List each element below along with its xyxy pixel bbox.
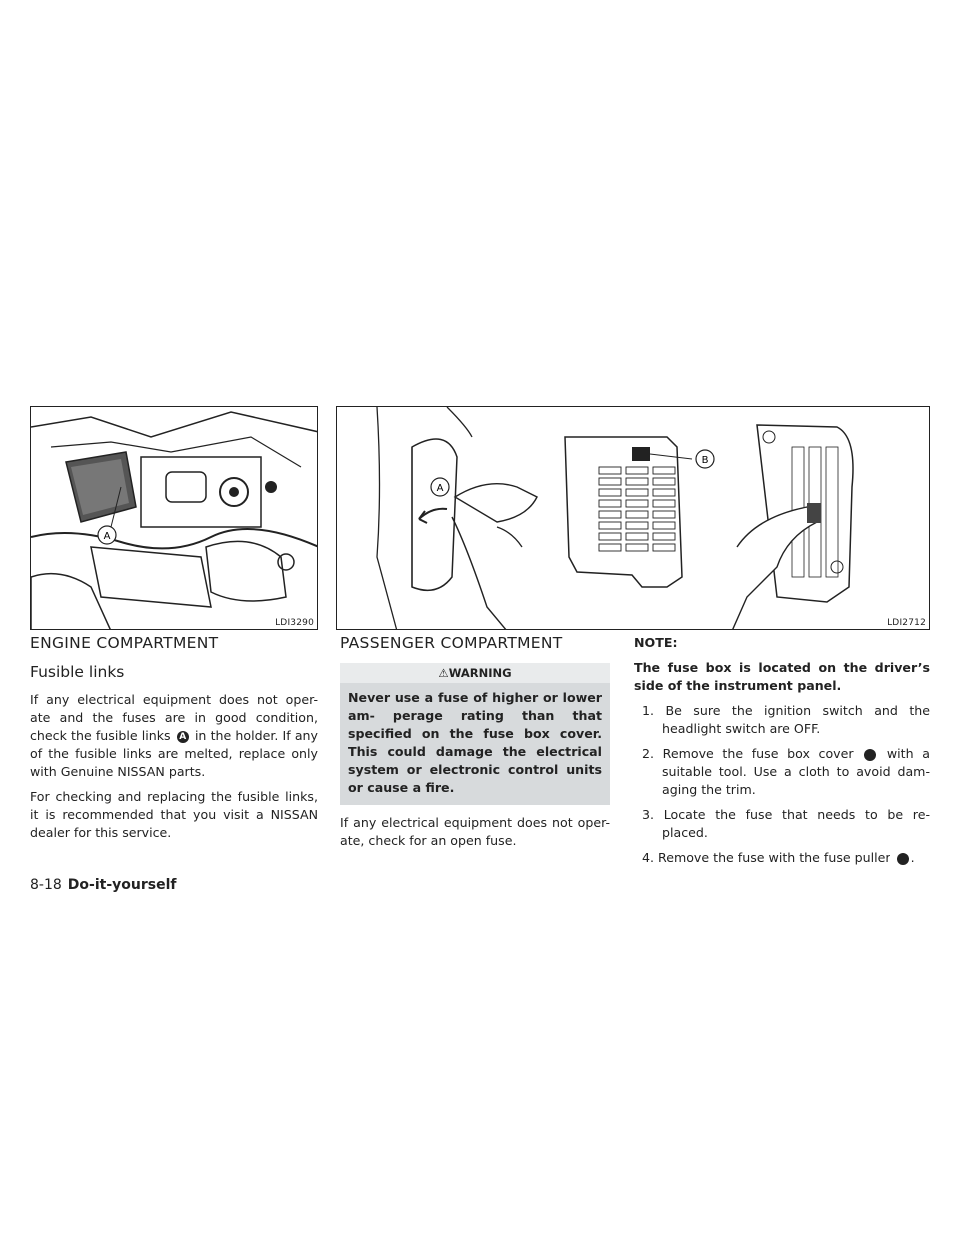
passenger-compartment-column: PASSENGER COMPARTMENT ⚠WARNING Never use… (340, 634, 610, 857)
step-3: 3. Locate the fuse that needs to be re- … (642, 807, 930, 840)
fuse-replacement-steps: 1. Be sure the ignition switch and the h… (634, 702, 930, 867)
note-label: NOTE: (634, 635, 678, 650)
warning-box: ⚠WARNING Never use a fuse of higher or l… (340, 663, 610, 805)
passenger-compartment-heading: PASSENGER COMPARTMENT (340, 634, 563, 652)
engine-fusible-link-figure: A LDI3290 (30, 406, 318, 630)
engine-illustration: A (31, 407, 317, 629)
dealer-service-paragraph: For checking and replacing the fusible l… (30, 789, 318, 840)
warning-triangle-icon: ⚠ (438, 666, 449, 680)
callout-a-label: A (437, 483, 444, 494)
open-fuse-paragraph: If any electrical equipment does not ope… (340, 815, 610, 848)
step-4: 4. Remove the fuse with the fuse puller … (642, 850, 915, 865)
callout-b-badge: B (889, 853, 909, 865)
fusible-links-paragraph: If any electrical equipment does not ope… (30, 692, 318, 779)
step-2: 2. Remove the fuse box cover A with a su… (642, 746, 930, 797)
note-column: NOTE: The fuse box is located on the dri… (634, 634, 930, 874)
callout-a-badge: A (857, 749, 877, 761)
step-1: 1. Be sure the ignition switch and the h… (642, 703, 930, 736)
figure-code: LDI3290 (275, 618, 314, 628)
page-footer: 8-18 Do-it-yourself (30, 877, 176, 893)
engine-compartment-heading: ENGINE COMPARTMENT (30, 634, 219, 652)
callout-b-label: B (702, 455, 709, 466)
fuse-box-illustration: A B (337, 407, 929, 629)
engine-compartment-column: ENGINE COMPARTMENT Fusible links If any … (30, 634, 318, 849)
page-number: 8-18 (30, 877, 62, 893)
section-label: Do-it-yourself (67, 877, 177, 893)
figure-code: LDI2712 (887, 618, 926, 628)
fusible-links-heading: Fusible links (30, 663, 125, 681)
callout-a-label: A (104, 531, 111, 542)
warning-header: ⚠WARNING (340, 663, 610, 683)
fuse-box-location-note: The fuse box is located on the driver’s … (634, 660, 930, 693)
passenger-fuse-box-figure: A B LDI2712 (336, 406, 930, 630)
warning-text: Never use a fuse of higher or lower am- … (348, 690, 602, 795)
callout-a-badge: A (176, 731, 189, 743)
